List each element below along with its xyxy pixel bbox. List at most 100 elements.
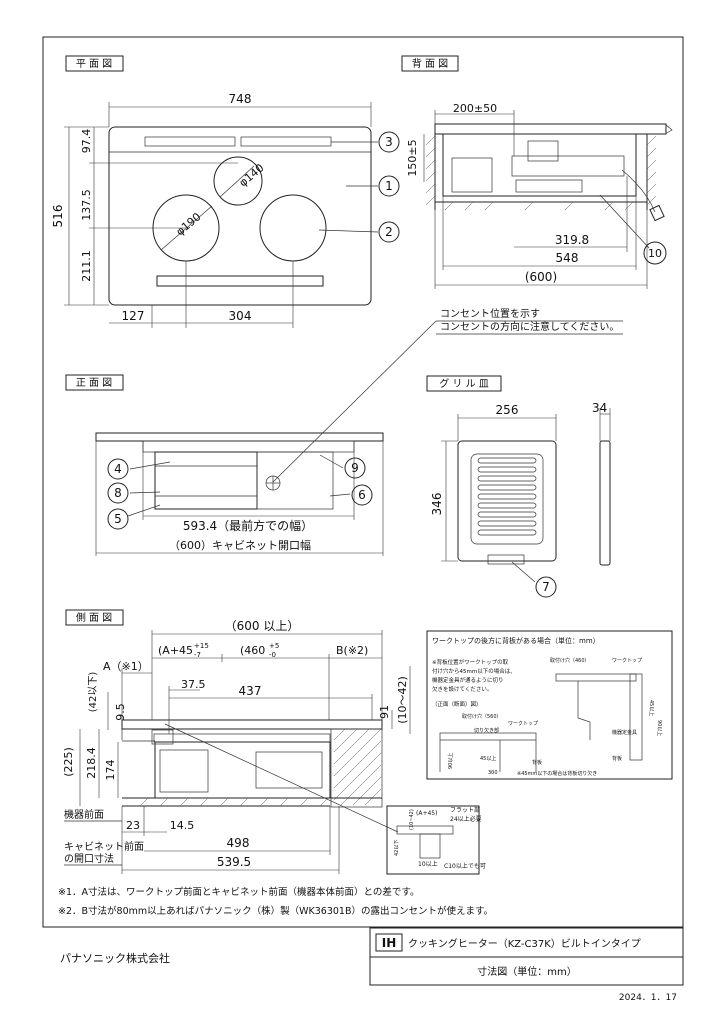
side-cab-front-2: の開口寸法	[64, 852, 114, 865]
inset-note-4: 欠きを設けてください。	[432, 685, 492, 693]
side-a-sub: -7	[194, 651, 201, 659]
side-d-95: 9.5	[114, 703, 127, 721]
cord-clamp	[527, 140, 559, 162]
plan-d-top: 97.4	[80, 129, 93, 154]
side-d-23: 23	[126, 819, 140, 832]
grill-side	[599, 440, 611, 566]
detail-flat-2: 24以上必要	[450, 815, 482, 823]
flat-detail: (A+45) フラット部 24以上必要 (10~42) 42以下 10以上 C1…	[386, 805, 486, 875]
grill-depth: 346	[430, 493, 444, 516]
back-panel-left	[451, 157, 493, 193]
back-view: 200±50 150±5 319.8 548 (600)	[406, 102, 673, 289]
inset-notch: 切り欠き部	[474, 727, 499, 734]
svg-text:5: 5	[114, 512, 122, 526]
side-d-42: (42以下)	[88, 672, 99, 713]
callout-8: 8	[107, 482, 129, 504]
outlet-note-1: コンセント位置を示す	[440, 307, 540, 320]
worktop-side	[121, 719, 383, 730]
svg-text:4: 4	[114, 462, 122, 476]
grill-title-box	[426, 375, 502, 392]
plan-w-left: 127	[122, 309, 145, 323]
grill-view: 256 34 346	[430, 401, 611, 583]
side-d-145: 14.5	[170, 819, 195, 832]
inset-up: 90以上	[447, 753, 454, 769]
inset-d300: 300	[488, 770, 498, 776]
outlet-note: コンセント位置を示す コンセントの方向に注意してください。	[272, 307, 623, 483]
detail-d42: 42以下	[394, 840, 400, 856]
ih-badge-text: IH	[382, 936, 397, 950]
side-d-5395: 539.5	[217, 855, 251, 869]
burner-small	[213, 156, 263, 206]
drawing-date: 2024．1．17	[619, 993, 677, 1003]
side-b-tol: (460	[240, 644, 265, 657]
note-1: ※1．A寸法は、ワークトップ前面とキャビネット前面（機器本体前面）との差です。	[58, 886, 419, 898]
side-d-2184: 218.4	[85, 747, 98, 779]
inset-hole460: 取付け穴（460）	[550, 657, 590, 664]
inset-note-3: 機器定金具が通るように切り	[432, 676, 504, 684]
inset-title: ワークトップの後方に背板がある場合（単位：mm）	[432, 636, 600, 645]
plan-depth: 516	[51, 205, 65, 228]
inset-side-1: 90以上	[656, 720, 663, 736]
plan-w-center: 304	[229, 309, 252, 323]
callout-9: 9	[344, 457, 366, 479]
side-cab-front-1: キャビネット前面	[64, 840, 144, 853]
callout-2: 2	[378, 221, 400, 243]
inset-side-2: 45以上	[648, 700, 655, 716]
side-b-sup: +5	[269, 642, 279, 650]
outlet-leader	[272, 320, 437, 483]
unit-side-body	[154, 741, 331, 799]
svg-text:7: 7	[542, 580, 550, 594]
plan-d-bottom: 211.1	[80, 250, 93, 282]
back-title: 背 面 図	[412, 57, 448, 70]
callout-10: 10	[643, 241, 667, 265]
back-w-inner: 319.8	[555, 233, 589, 247]
worktop-back	[434, 123, 667, 135]
inset-hole: 取付け穴（560）	[462, 713, 502, 720]
vent-left	[144, 136, 236, 147]
svg-text:6: 6	[358, 488, 366, 502]
side-cab: （600 以上）	[225, 619, 300, 633]
front-w-cab: （600）キャビネット開口幅	[169, 539, 311, 552]
detail-frame	[386, 805, 480, 875]
back-title-box	[401, 55, 459, 72]
svg-text:2: 2	[385, 225, 393, 239]
detail-d1042: (10~42)	[409, 809, 415, 830]
side-title-box	[65, 609, 124, 626]
front-title: 正 面 図	[76, 377, 112, 389]
plan-title: 平 面 図	[76, 58, 112, 70]
plan-title-box	[65, 55, 124, 72]
side-view: （600 以上） (A+45 +15 -7 (460 +5 -0 A（※1） B…	[62, 619, 411, 874]
grill-box	[154, 451, 258, 510]
detail-c10: C10以上でも可	[444, 862, 486, 870]
callout-1: 1	[378, 175, 400, 197]
callout-7: 7	[535, 576, 557, 598]
control-strip	[156, 275, 324, 287]
worktop-front	[95, 432, 384, 442]
side-d-375: 37.5	[181, 678, 206, 691]
inset-note-2: 付け穴から45mm以下の場合は、	[432, 667, 516, 675]
note-2: ※2．B寸法が80mm以上あればパナソニック（株）製（WK36301B）の露出コ…	[58, 905, 493, 917]
side-a-tol: (A+45	[158, 644, 193, 657]
side-title: 側 面 図	[76, 611, 112, 624]
side-d-1042: (10～42)	[396, 676, 409, 724]
front-w-front: 593.4（最前方での幅）	[183, 518, 313, 533]
detail-leader	[164, 723, 399, 833]
product-name: クッキングヒーター（KZ-C37K）ビルトインタイプ	[408, 937, 641, 950]
inset-note-1: ※背板位置がワークトップの取	[432, 658, 509, 666]
cooktop-outline	[108, 126, 372, 306]
svg-text:10: 10	[648, 247, 662, 260]
side-d-174: 174	[104, 760, 117, 781]
grill-plate	[457, 440, 557, 562]
backboard-inset: ワークトップの後方に背板がある場合（単位：mm） ※背板位置がワークトップの取 …	[426, 630, 673, 780]
detail-flat-1: フラット部	[450, 806, 480, 814]
grill-width: 256	[496, 403, 519, 417]
svg-text:9: 9	[351, 461, 359, 475]
inset-d45: 45以上	[480, 755, 496, 762]
side-front-face: 機器前面	[64, 808, 104, 821]
back-cord: 200±50	[453, 102, 497, 115]
drawing-frame	[42, 36, 684, 928]
side-a-label: A（※1）	[103, 660, 149, 673]
callout-5: 5	[107, 508, 129, 530]
svg-text:3: 3	[385, 135, 393, 149]
